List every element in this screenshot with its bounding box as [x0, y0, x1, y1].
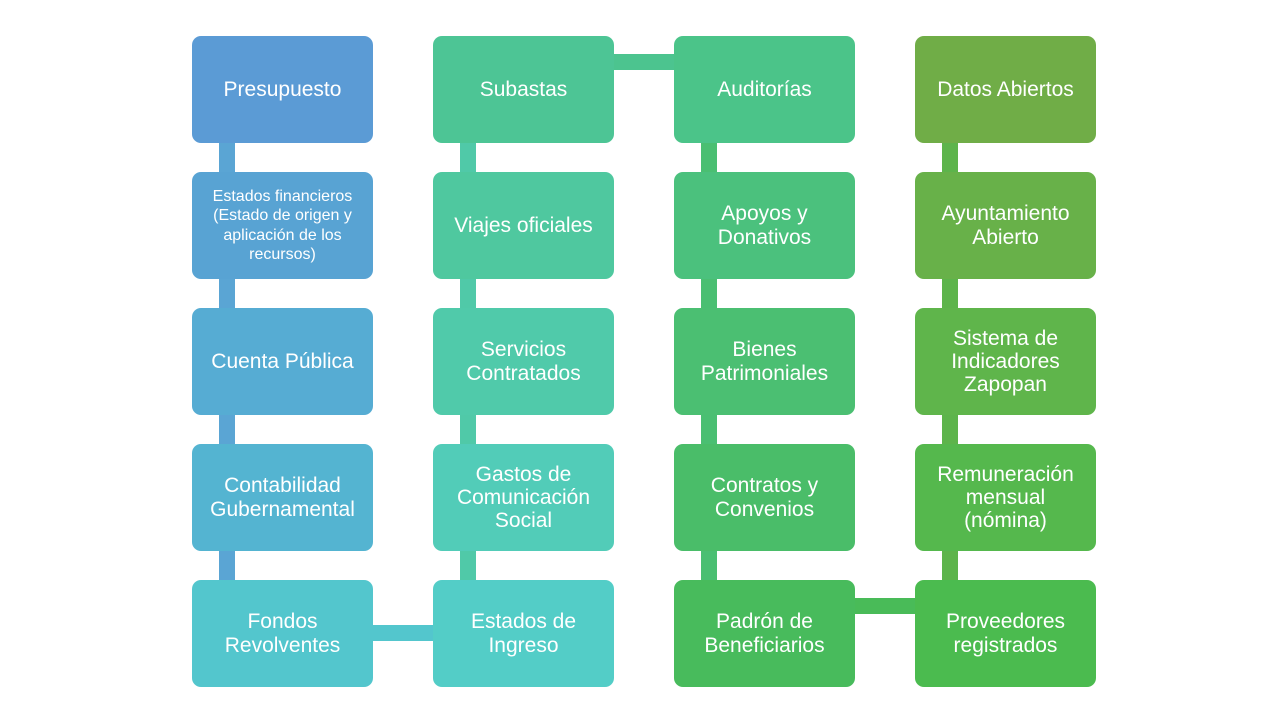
process-box: Contabilidad Gubernamental — [192, 444, 373, 551]
column-2-connector-3 — [460, 415, 476, 444]
process-box-label: Viajes oficiales — [454, 213, 593, 237]
process-box-label: Proveedores registrados — [945, 610, 1066, 657]
process-box: Bienes Patrimoniales — [674, 308, 855, 415]
link-connector-2-3 — [614, 54, 674, 70]
column-4-connector-2 — [942, 279, 958, 308]
column-3-connector-1 — [701, 143, 717, 172]
process-box: Cuenta Pública — [192, 308, 373, 415]
process-box: Padrón de Beneficiarios — [674, 580, 855, 687]
column-1-connector-3 — [219, 415, 235, 444]
process-box: Remuneración mensual (nómina) — [915, 444, 1096, 551]
process-box: Estados financieros (Estado de origen y … — [192, 172, 373, 279]
process-box-label: Apoyos y Donativos — [717, 202, 812, 249]
process-box: Estados de Ingreso — [433, 580, 614, 687]
column-1-connector-1 — [219, 143, 235, 172]
column-3-connector-3 — [701, 415, 717, 444]
process-box-label: Ayuntamiento Abierto — [941, 202, 1070, 249]
process-box: Presupuesto — [192, 36, 373, 143]
column-4-connector-3 — [942, 415, 958, 444]
column-4-connector-1 — [942, 143, 958, 172]
process-box: Contratos y Convenios — [674, 444, 855, 551]
process-box: Ayuntamiento Abierto — [915, 172, 1096, 279]
column-1-connector-4 — [219, 551, 235, 580]
process-box-label: Remuneración mensual (nómina) — [937, 462, 1074, 533]
process-box-label: Padrón de Beneficiarios — [704, 610, 825, 657]
process-box: Gastos de Comunicación Social — [433, 444, 614, 551]
process-box: Fondos Revolventes — [192, 580, 373, 687]
column-3-connector-2 — [701, 279, 717, 308]
column-2-connector-4 — [460, 551, 476, 580]
process-box: Auditorías — [674, 36, 855, 143]
process-box-label: Subastas — [479, 77, 568, 101]
process-box-label: Auditorías — [717, 77, 812, 101]
link-connector-3-4 — [855, 598, 915, 614]
process-box: Sistema de Indicadores Zapopan — [915, 308, 1096, 415]
process-box-label: Bienes Patrimoniales — [700, 338, 829, 385]
process-box: Servicios Contratados — [433, 308, 614, 415]
process-box-label: Sistema de Indicadores Zapopan — [951, 326, 1060, 397]
process-box: Viajes oficiales — [433, 172, 614, 279]
process-box-label: Presupuesto — [223, 77, 342, 101]
process-box-label: Contratos y Convenios — [710, 474, 819, 521]
column-2-connector-1 — [460, 143, 476, 172]
process-box: Proveedores registrados — [915, 580, 1096, 687]
process-box-label: Fondos Revolventes — [224, 610, 341, 657]
process-box: Apoyos y Donativos — [674, 172, 855, 279]
process-box-label: Cuenta Pública — [211, 349, 354, 373]
process-box-label: Estados de Ingreso — [470, 610, 577, 657]
process-box-label: Servicios Contratados — [466, 338, 581, 385]
process-box-label: Datos Abiertos — [937, 77, 1074, 101]
process-box-label: Gastos de Comunicación Social — [456, 462, 591, 533]
column-3-connector-4 — [701, 551, 717, 580]
column-2-connector-2 — [460, 279, 476, 308]
column-1-connector-2 — [219, 279, 235, 308]
link-connector-1-2 — [373, 625, 433, 641]
column-4-connector-4 — [942, 551, 958, 580]
process-box: Subastas — [433, 36, 614, 143]
process-box: Datos Abiertos — [915, 36, 1096, 143]
process-box-label: Contabilidad Gubernamental — [210, 474, 355, 521]
process-box-label: Estados financieros (Estado de origen y … — [212, 188, 353, 263]
